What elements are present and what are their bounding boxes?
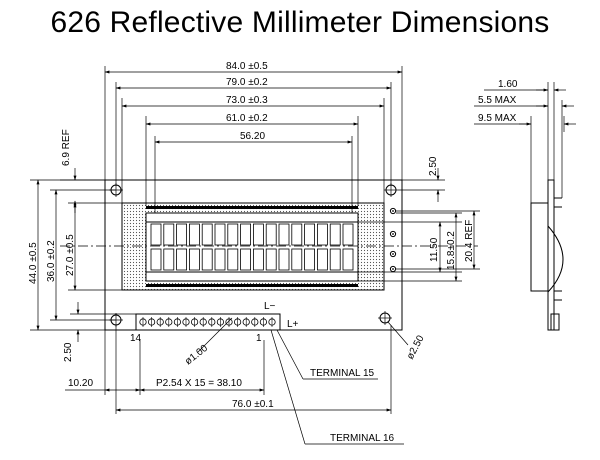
- dim-10-20: 10.20: [65, 330, 141, 395]
- character-row-1: [150, 223, 354, 246]
- character-cell: [278, 248, 290, 271]
- character-cell: [252, 248, 264, 271]
- dim-15-8-height: 15.8±0.2: [358, 212, 462, 282]
- character-cell: [188, 248, 200, 271]
- dim-36-height: 36.0 ±0.2: [46, 189, 116, 321]
- dim-10-20-label: 10.20: [68, 378, 93, 389]
- character-cell: [304, 248, 316, 271]
- dim-2-50-bottom-label: 2.50: [63, 342, 74, 362]
- dim-1-60: 1.60: [484, 79, 566, 180]
- pin-1-label: 1: [256, 333, 262, 344]
- dim-pitch-label: P2.54 X 15 = 38.10: [156, 378, 242, 389]
- lcd-viewing-area: [145, 212, 359, 282]
- bracket-holes: [389, 207, 397, 273]
- character-cell: [227, 248, 239, 271]
- dim-61-width: 61.0 ±0.2: [145, 113, 359, 206]
- dim-27-height: 27.0 ±0.5: [65, 202, 122, 291]
- dim-2-50-top-label: 2.50: [428, 156, 439, 176]
- dim-9-5-max: 9.5 MAX: [474, 113, 576, 203]
- character-cell: [150, 223, 162, 246]
- terminal-15-callout: TERMINAL 15: [276, 329, 378, 380]
- character-cell: [265, 223, 277, 246]
- dim-79-label: 79.0 ±0.2: [226, 77, 268, 88]
- dim-84-width: 84.0 ±0.5: [104, 61, 403, 180]
- character-cell: [304, 223, 316, 246]
- dim-2-50-top: 2.50: [398, 156, 445, 202]
- dim-pitch: P2.54 X 15 = 38.10: [139, 340, 265, 395]
- character-cell: [316, 223, 328, 246]
- dim-6-9-label: 6.9 REF: [61, 129, 72, 166]
- dim-9-5-label: 9.5 MAX: [478, 113, 517, 124]
- character-cell: [316, 248, 328, 271]
- dim-56-width: 56.20: [154, 131, 353, 213]
- dim-11-50-label: 11.50: [429, 237, 440, 262]
- dim-44-height: 44.0 ±0.5: [28, 179, 105, 331]
- character-cell: [188, 223, 200, 246]
- dim-20-4-ref: 20.4 REF: [396, 210, 480, 270]
- dim-56-label: 56.20: [240, 131, 265, 142]
- character-cell: [163, 248, 175, 271]
- character-cell: [201, 248, 213, 271]
- dim-73-label: 73.0 ±0.3: [226, 95, 268, 106]
- terminal-16-label: TERMINAL 16: [330, 433, 395, 444]
- dim-20-4-label: 20.4 REF: [464, 220, 475, 262]
- character-cell: [342, 248, 354, 271]
- dim-2-50-bottom: 2.50: [63, 302, 136, 362]
- l-plus-label: L+: [287, 319, 299, 330]
- character-cell: [163, 223, 175, 246]
- dim-44-label: 44.0 ±0.5: [28, 242, 39, 284]
- hole-diameter-callout: ø2.50: [387, 321, 427, 361]
- terminal-15-label: TERMINAL 15: [310, 368, 375, 379]
- dim-1-60-label: 1.60: [498, 79, 518, 90]
- character-cell: [342, 223, 354, 246]
- dim-15-8-label: 15.8±0.2: [446, 231, 457, 270]
- pin-diameter-label: ø1.00: [183, 343, 210, 368]
- character-cell: [240, 248, 252, 271]
- hole-diameter-label: ø2.50: [405, 333, 427, 361]
- dim-73-width: 73.0 ±0.3: [121, 95, 385, 203]
- side-view: [530, 179, 564, 331]
- dim-61-label: 61.0 ±0.2: [226, 113, 268, 124]
- terminal-16-callout: TERMINAL 16: [270, 329, 404, 445]
- character-cell: [291, 248, 303, 271]
- character-cell: [176, 223, 188, 246]
- dim-76-width: 76.0 ±0.1: [115, 325, 392, 414]
- pin-diameter-callout: ø1.00: [183, 317, 233, 368]
- character-cell: [214, 248, 226, 271]
- character-cell: [240, 223, 252, 246]
- character-cell: [329, 223, 341, 246]
- dim-36-label: 36.0 ±0.2: [46, 240, 57, 282]
- pin-header: [135, 313, 281, 331]
- dim-79-width: 79.0 ±0.2: [115, 77, 392, 186]
- character-cell: [278, 223, 290, 246]
- l-minus-label: L−: [264, 301, 276, 312]
- character-row-2: [150, 248, 354, 271]
- character-cell: [265, 248, 277, 271]
- character-cell: [201, 223, 213, 246]
- dim-11-50-height: 11.50: [358, 221, 462, 273]
- dim-5-5-max: 5.5 MAX: [474, 95, 574, 198]
- character-cell: [214, 223, 226, 246]
- character-cell: [252, 223, 264, 246]
- dim-84-label: 84.0 ±0.5: [226, 61, 268, 72]
- pin-14-label: 14: [130, 333, 142, 344]
- character-cell: [329, 248, 341, 271]
- dim-76-label: 76.0 ±0.1: [232, 399, 274, 410]
- dim-27-label: 27.0 ±0.5: [65, 234, 76, 276]
- character-cell: [227, 223, 239, 246]
- dim-5-5-label: 5.5 MAX: [478, 95, 517, 106]
- character-cell: [291, 223, 303, 246]
- page-title: 626 Reflective Millimeter Dimensions: [50, 6, 550, 39]
- dim-6-9-ref: 6.9 REF: [60, 129, 105, 213]
- character-cell: [176, 248, 188, 271]
- mounting-hole-bottom-right: [378, 311, 392, 325]
- character-cell: [150, 248, 162, 271]
